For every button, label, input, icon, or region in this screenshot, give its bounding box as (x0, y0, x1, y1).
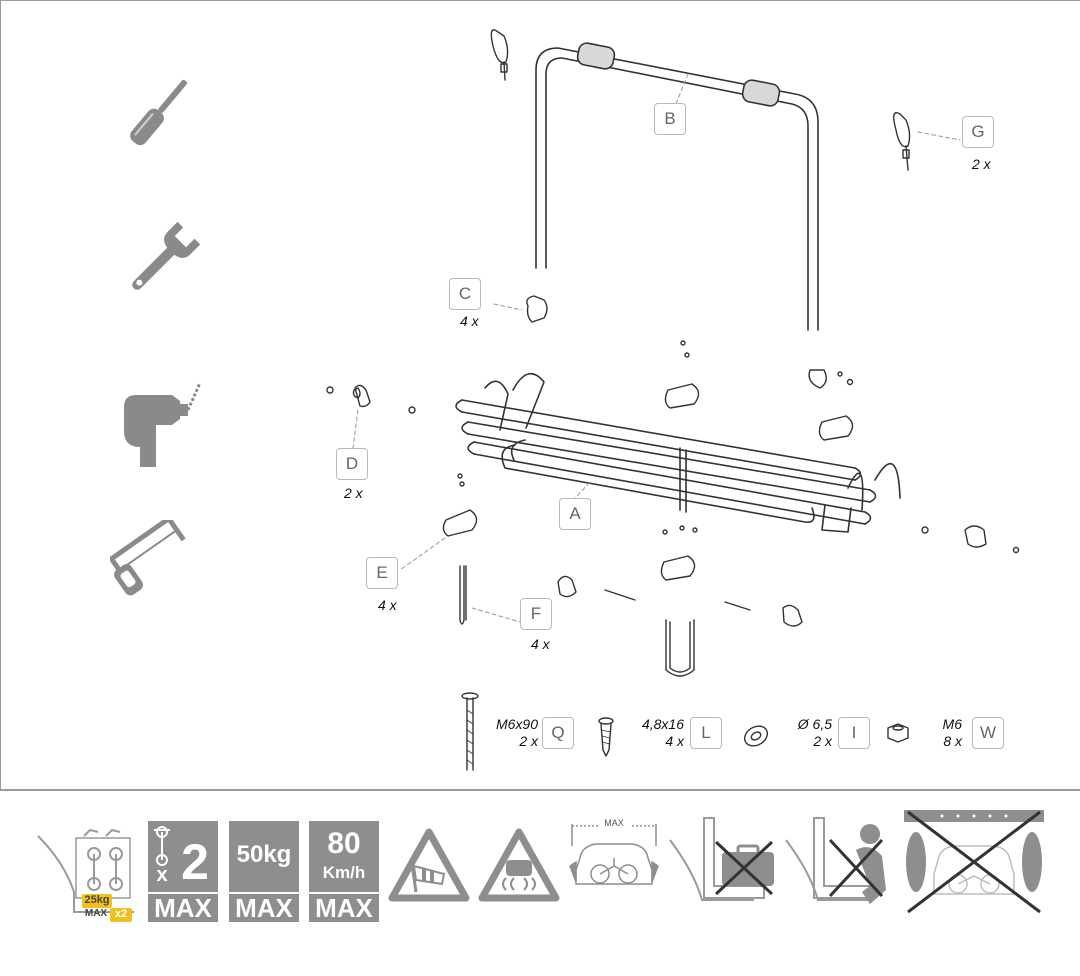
max-width-icon (569, 824, 659, 885)
max-bikes-label: MAX (154, 893, 212, 923)
bolts-and-knobs (457, 340, 1020, 627)
max-bikes-divider (148, 892, 218, 894)
qty-d: 2 x (344, 485, 363, 501)
part-b-frame-arm (535, 42, 819, 331)
spec-q-qty: 2 x (519, 733, 538, 749)
nut-w-drawing (887, 723, 909, 743)
no-car-wash-icon (904, 810, 1044, 914)
part-g-strap-right (893, 112, 911, 171)
max-load-value: 50kg (236, 841, 292, 868)
label-a: A (559, 498, 591, 530)
max-load-divider (229, 892, 299, 894)
spec-w: M6 8 x (926, 716, 962, 750)
hacksaw-icon (110, 520, 186, 596)
part-g-strap-top (490, 29, 509, 81)
part-e-saddles (442, 383, 854, 581)
max-speed-value: 80 (327, 827, 361, 860)
qty-g: 2 x (972, 156, 991, 172)
label-e: E (366, 557, 398, 589)
max-speed-sign (309, 821, 379, 922)
bike-weight-max: MAX (84, 908, 108, 919)
spec-q: M6x90 2 x (484, 716, 538, 750)
spec-i: Ø 6,5 2 x (782, 716, 832, 750)
max-bikes-count: 2 (181, 834, 209, 890)
screw-l-drawing (598, 717, 614, 757)
spec-i-size: Ø 6,5 (797, 716, 832, 732)
drill-icon (124, 382, 202, 467)
part-d-clamp-right (808, 369, 854, 389)
rack-exploded-view (326, 29, 1020, 771)
label-f: F (520, 598, 552, 630)
qty-c: 4 x (460, 313, 479, 329)
max-speed-label: MAX (315, 893, 373, 923)
left-border (0, 0, 1, 790)
spec-l-qty: 4 x (665, 733, 684, 749)
bike-icon (154, 826, 170, 866)
slippery-road-icon (478, 828, 560, 902)
bike-weight-sign (37, 828, 134, 922)
bolt-q-drawing (461, 692, 479, 771)
washer-i-drawing (743, 725, 769, 747)
wind-warning-icon (388, 828, 470, 902)
max-load-sign (229, 821, 299, 922)
label-q: Q (542, 717, 574, 749)
max-bikes-sign (148, 821, 218, 922)
spec-l-size: 4,8x16 (641, 716, 684, 732)
spec-i-qty: 2 x (813, 733, 832, 749)
spec-q-size: M6x90 (495, 716, 538, 732)
section-divider (0, 789, 1080, 791)
max-speed-divider (309, 892, 379, 894)
part-f-u-bolts (459, 565, 695, 677)
max-speed-unit: Km/h (322, 863, 366, 882)
max-bikes-prefix: x (156, 864, 168, 886)
label-c: C (449, 278, 481, 310)
label-i: I (838, 717, 870, 749)
qty-e: 4 x (378, 597, 397, 613)
part-d-clamp-left (326, 384, 416, 414)
no-person-icon (785, 817, 886, 904)
qty-f: 4 x (531, 636, 550, 652)
leader-lines (351, 73, 961, 623)
no-luggage-icon (669, 817, 774, 901)
label-b: B (654, 103, 686, 135)
bike-weight-multiplier: x2 (114, 908, 128, 920)
max-width-label: MAX (598, 818, 630, 828)
label-l: L (690, 717, 722, 749)
part-a-carrier-platform (455, 372, 901, 533)
part-c-end-cap (526, 295, 548, 323)
spec-w-qty: 8 x (943, 733, 962, 749)
bike-weight-value: 25kg (84, 894, 110, 906)
max-load-label: MAX (235, 893, 293, 923)
label-g: G (962, 116, 994, 148)
screwdriver-icon (130, 79, 188, 146)
label-d: D (336, 448, 368, 480)
spec-l: 4,8x16 4 x (626, 716, 684, 750)
wrench-icon (132, 221, 201, 290)
label-w: W (972, 717, 1004, 749)
top-border (0, 0, 1080, 1)
spec-w-size: M6 (942, 716, 962, 732)
